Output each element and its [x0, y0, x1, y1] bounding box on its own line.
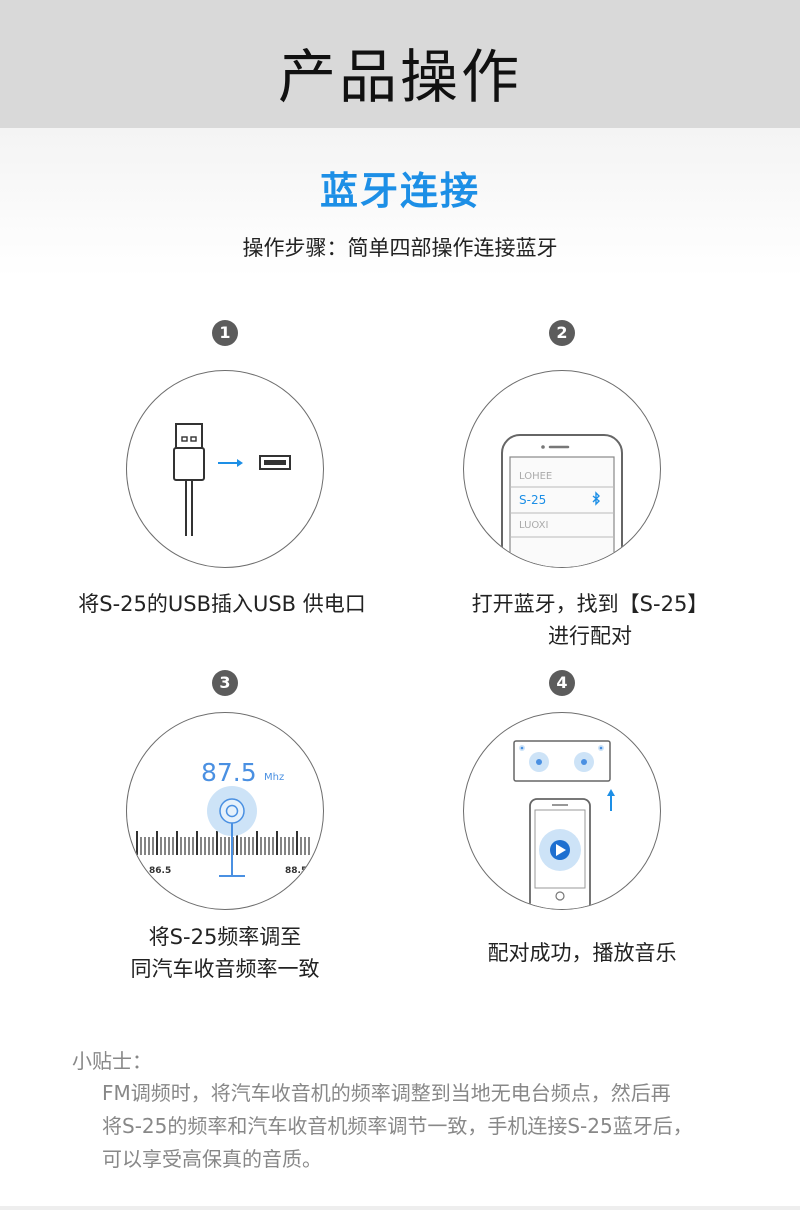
step-1-number: 1 — [212, 320, 238, 346]
scale-max: 88.5 — [285, 866, 307, 876]
usb-plug-icon — [173, 423, 291, 536]
step-2-caption-line1: 打开蓝牙，找到【S-25】 — [471, 592, 709, 616]
frequency-unit: Mhz — [264, 772, 284, 783]
step-4-number: 4 — [549, 670, 575, 696]
bottom-divider — [0, 1206, 800, 1210]
arrow-up-icon — [607, 789, 615, 811]
usb-port-icon — [259, 455, 291, 470]
tips-body: FM调频时，将汽车收音机的频率调整到当地无电台频点，然后再 将S-25的频率和汽… — [102, 1077, 762, 1176]
step-3-illustration: 87.5 Mhz 86.5 88.5 — [126, 712, 324, 910]
step-3-number: 3 — [212, 670, 238, 696]
section-title: 蓝牙连接 — [319, 169, 480, 213]
step-4-caption-line1: 配对成功，播放音乐 — [487, 941, 677, 965]
play-icon — [539, 829, 581, 871]
step-3-caption-line2: 同汽车收音频率一致 — [130, 957, 320, 981]
phone-list-item-1: LOHEE — [519, 471, 552, 482]
arrow-right-icon — [218, 459, 243, 467]
phone-list-item-2: S-25 — [519, 493, 546, 507]
car-speaker-icon — [513, 740, 615, 909]
bluetooth-icon — [592, 491, 601, 506]
tips-line-1: FM调频时，将汽车收音机的频率调整到当地无电台频点，然后再 — [102, 1081, 671, 1105]
phone-icon: LOHEE S-25 LUOXI — [501, 434, 623, 567]
step-1-illustration — [126, 370, 324, 568]
step-3-caption: 将S-25频率调至 同汽车收音频率一致 — [90, 921, 360, 985]
tips-line-2: 将S-25的频率和汽车收音机频率调节一致，手机连接S-25蓝牙后， — [102, 1114, 693, 1138]
step-3-caption-line1: 将S-25频率调至 — [148, 925, 302, 949]
header-fade — [0, 128, 800, 278]
frequency-value: 87.5 — [201, 758, 257, 787]
tips-line-3: 可以享受高保真的音质。 — [102, 1147, 322, 1171]
scale-min: 86.5 — [149, 866, 171, 876]
step-2-number: 2 — [549, 320, 575, 346]
step-4-caption: 配对成功，播放音乐 — [420, 937, 744, 969]
tips-title: 小贴士： — [72, 1049, 152, 1073]
header-bar: 产品操作 — [0, 0, 800, 128]
radio-dial-icon: 87.5 Mhz 86.5 88.5 — [136, 758, 310, 877]
dial-ticks — [136, 831, 310, 855]
step-1-caption: 将S-25的USB插入USB 供电口 — [40, 588, 404, 620]
step-4-illustration — [463, 712, 661, 910]
tuning-knob-icon — [207, 786, 257, 877]
step-1-caption-line1: 将S-25的USB插入USB 供电口 — [78, 592, 366, 616]
page-title: 产品操作 — [277, 43, 522, 111]
steps-intro: 操作步骤：简单四部操作连接蓝牙 — [242, 236, 558, 260]
step-2-caption: 打开蓝牙，找到【S-25】 进行配对 — [440, 588, 740, 652]
step-2-caption-line2: 进行配对 — [548, 624, 632, 648]
step-2-illustration: LOHEE S-25 LUOXI — [463, 370, 661, 568]
phone-list-item-3: LUOXI — [519, 520, 548, 531]
